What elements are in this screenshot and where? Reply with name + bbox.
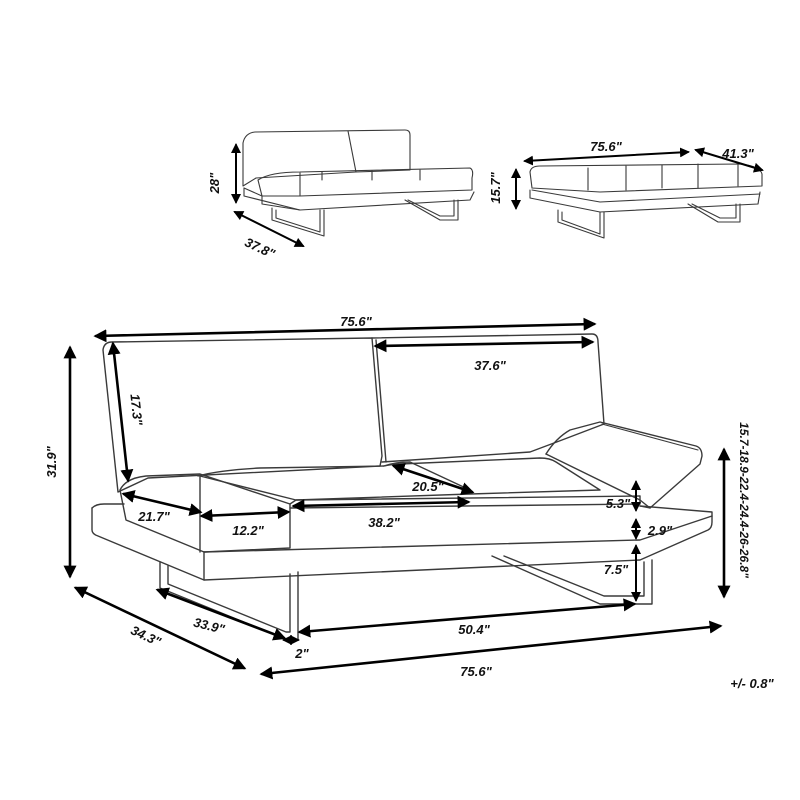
end-cushion-width-label: 12.2" [232, 523, 264, 538]
small-sofa-upright-dims: 28" 37.8" [207, 143, 305, 262]
leg-depth-label: 33.9" [192, 615, 227, 637]
seat-inner-depth-label: 20.5" [411, 479, 444, 494]
small-sofa-upright [242, 129, 475, 237]
main-dimensions: 75.6" 37.6" 17.3" 31.9" 15.7-18.9-22.4-2… [44, 314, 775, 691]
small-sofa-bed-dims: 75.6" 41.3" 15.7" [488, 139, 764, 210]
armrest-height-range-label: 15.7-18.9-22.4-24.4-26-26.8" [737, 422, 751, 578]
small-depth-dimension-line [233, 211, 305, 247]
bed-height-label: 15.7" [488, 171, 503, 203]
back-section-label: 37.6" [474, 358, 506, 373]
small-sofa-bed [529, 163, 763, 239]
total-height-label: 31.9" [44, 445, 59, 477]
back-section-dimension-line [373, 335, 595, 353]
small-height-label: 28" [207, 172, 222, 194]
seat-inner-depth-dimension-line [391, 463, 475, 495]
frame-thickness-label: 2.9" [647, 523, 673, 538]
small-depth-label: 37.8" [242, 234, 278, 261]
back-height-dimension-line [107, 341, 134, 483]
bottom-width-label: 75.6" [460, 664, 492, 679]
main-sofa-drawing [91, 333, 713, 641]
bed-depth-dimension-line [694, 147, 764, 173]
leg-span-label: 50.4" [458, 622, 490, 637]
bottom-width-dimension-line [259, 620, 723, 680]
end-cushion-width-dimension-line [199, 505, 291, 523]
end-cushion-depth-dimension-line [121, 490, 203, 516]
end-cushion-depth-label: 21.7" [137, 509, 170, 524]
back-height-label: 17.3" [127, 393, 145, 427]
bed-length-label: 75.6" [590, 139, 622, 154]
bed-depth-label: 41.3" [721, 146, 754, 161]
leg-height-label: 7.5" [604, 562, 629, 577]
seat-width-label: 38.2" [368, 515, 400, 530]
total-depth-dimension-line [73, 586, 247, 670]
seat-width-dimension-line [291, 495, 471, 513]
bed-length-dimension-line [523, 147, 690, 166]
cushion-thickness-label: 5.3" [606, 496, 631, 511]
top-width-label: 75.6" [340, 314, 372, 329]
leg-width-label: 2" [294, 646, 309, 661]
tolerance-label: +/- 0.8" [730, 676, 774, 691]
top-width-dimension-line [93, 317, 597, 343]
